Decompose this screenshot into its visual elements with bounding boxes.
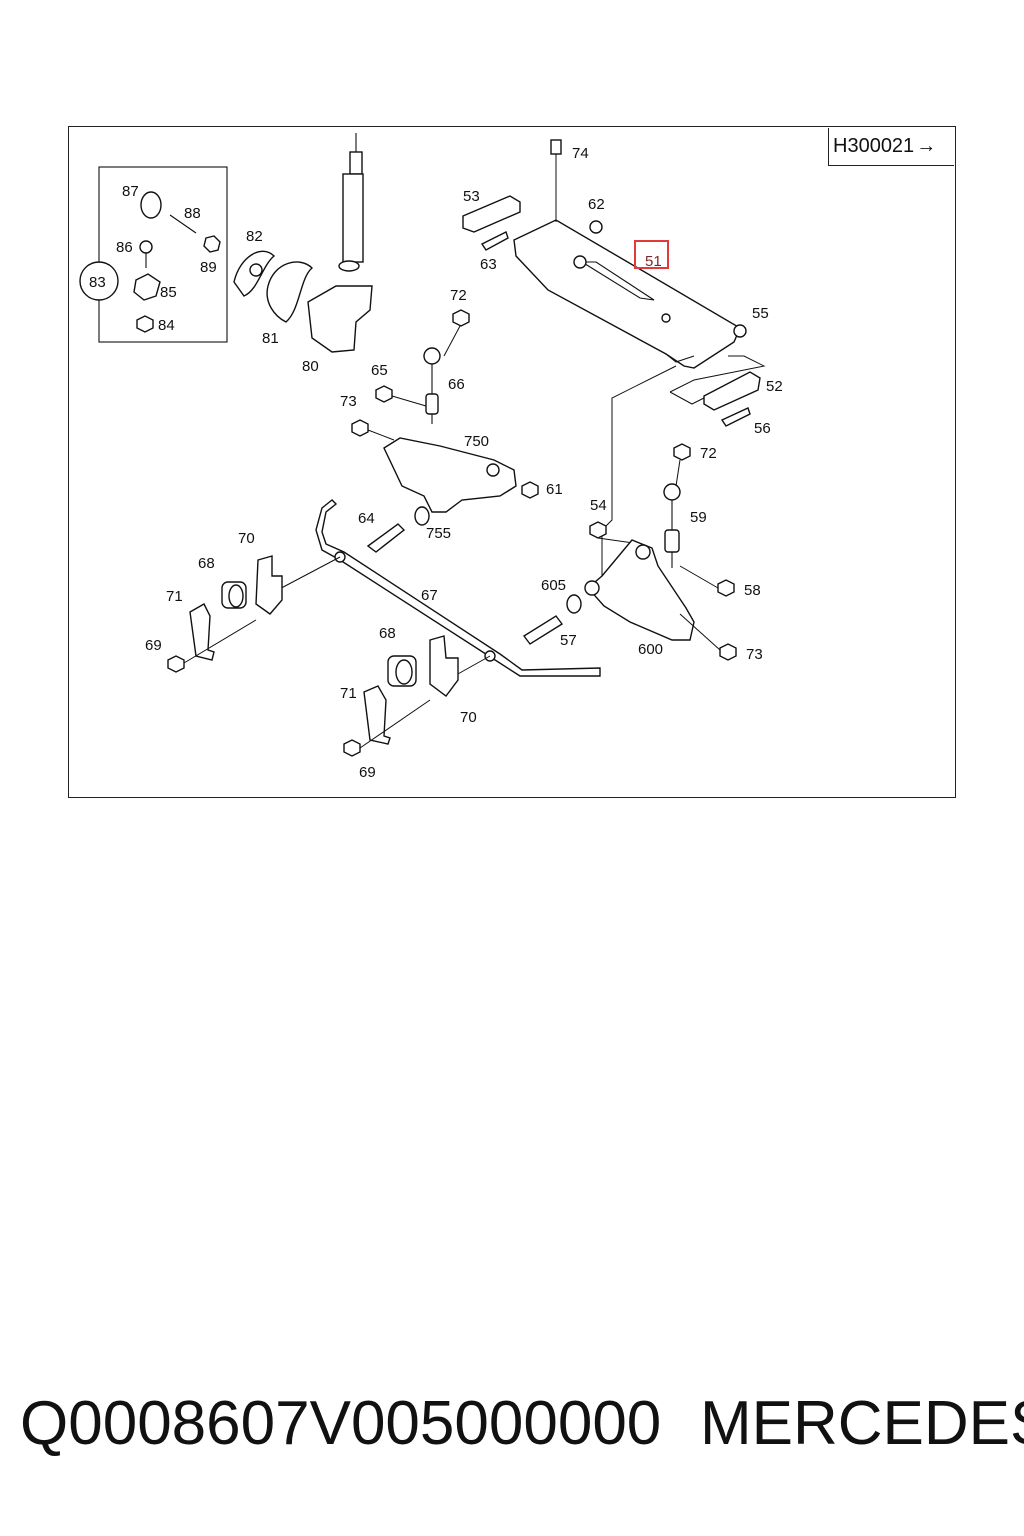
part-53-bushing-block (462, 195, 521, 233)
part-600-control-arm (587, 539, 695, 641)
label-63: 63 (480, 256, 497, 273)
part-73-nut-lower (719, 643, 737, 661)
label-66: 66 (448, 376, 465, 393)
label-55: 55 (752, 305, 769, 322)
part-59-link (663, 483, 681, 568)
label-58: 58 (744, 582, 761, 599)
part-58-nut (717, 579, 735, 597)
part-68-bushing-right (387, 655, 417, 687)
highlight-part-51 (634, 240, 669, 269)
connector-line (669, 355, 766, 393)
shock-absorber (338, 133, 364, 272)
label-56: 56 (754, 420, 771, 437)
part-65-nut (375, 385, 393, 403)
label-72-upper: 72 (450, 287, 467, 304)
label-600: 600 (638, 641, 663, 658)
part-71-clamp-right (363, 685, 391, 745)
arrow-right-icon: → (916, 135, 937, 157)
exploded-parts-diagram: 87 88 86 89 83 85 84 82 81 80 74 53 62 6… (79, 133, 783, 781)
label-85: 85 (160, 284, 177, 301)
label-83: 83 (89, 274, 106, 291)
label-71-left: 71 (166, 588, 183, 605)
label-750: 750 (464, 433, 489, 450)
label-73-lower: 73 (746, 646, 763, 663)
label-59: 59 (690, 509, 707, 526)
part-54-nut (589, 521, 607, 539)
footer-part-code: Q0008607V005000000 (20, 1389, 662, 1458)
label-61: 61 (546, 481, 563, 498)
label-87: 87 (122, 183, 139, 200)
part-82-mount-plate (233, 250, 276, 297)
reference-code-box: H300021 → (828, 128, 954, 166)
label-73-upper: 73 (340, 393, 357, 410)
part-51-crossmember (513, 219, 741, 369)
part-605-bushing (566, 594, 582, 614)
part-57-bolt (522, 615, 564, 645)
label-69-left: 69 (145, 637, 162, 654)
part-73-nut-upper (351, 419, 369, 437)
label-64: 64 (358, 510, 375, 527)
part-89-nut (203, 235, 221, 253)
label-62: 62 (588, 196, 605, 213)
part-52-bushing-block (703, 371, 761, 411)
label-67: 67 (421, 587, 438, 604)
part-55-washer (733, 324, 747, 338)
part-71-clamp-left (189, 603, 215, 661)
part-85-clip (133, 273, 161, 301)
part-68-bushing-left (221, 581, 247, 609)
label-82: 82 (246, 228, 263, 245)
label-70-left: 70 (238, 530, 255, 547)
inset-box (98, 166, 228, 343)
reference-code: H300021 (833, 135, 915, 157)
part-88-pin (169, 214, 197, 234)
label-51: 51 (645, 253, 662, 270)
label-53: 53 (463, 188, 480, 205)
label-54: 54 (590, 497, 607, 514)
label-88: 88 (184, 205, 201, 222)
part-74-bolt (550, 139, 562, 222)
part-80-bracket (307, 285, 373, 353)
label-68-left: 68 (198, 555, 215, 572)
part-86-screw (139, 240, 153, 254)
part-61-nut (521, 481, 539, 499)
part-72-nut-upper (452, 309, 470, 327)
part-66-link (423, 347, 441, 424)
part-56-bolt (720, 407, 751, 427)
part-64-bolt (366, 523, 406, 553)
label-57: 57 (560, 632, 577, 649)
part-750-control-arm (383, 437, 517, 513)
part-70-clamp-right (429, 635, 459, 697)
footer-brand: MERCEDES (700, 1389, 1024, 1458)
part-755-bushing (414, 506, 430, 526)
label-52: 52 (766, 378, 783, 395)
part-72-nut-lower (673, 443, 691, 461)
part-69-nut-left (167, 655, 185, 673)
crossmember-link-line (601, 365, 677, 578)
label-69-right: 69 (359, 764, 376, 781)
label-84: 84 (158, 317, 175, 334)
label-74: 74 (572, 145, 589, 162)
label-755: 755 (426, 525, 451, 542)
label-81: 81 (262, 330, 279, 347)
part-87-cap (140, 191, 162, 219)
label-70-right: 70 (460, 709, 477, 726)
label-80: 80 (302, 358, 319, 375)
part-62-washer (589, 220, 603, 234)
part-81-disc (266, 261, 314, 323)
part-69-nut-right (343, 739, 361, 757)
label-89: 89 (200, 259, 217, 276)
label-71-right: 71 (340, 685, 357, 702)
part-67-stabilizer-bar (315, 499, 601, 677)
label-68-right: 68 (379, 625, 396, 642)
label-86: 86 (116, 239, 133, 256)
label-65: 65 (371, 362, 388, 379)
part-70-clamp-left (255, 555, 283, 615)
label-72-lower: 72 (700, 445, 717, 462)
part-83-callout-circle (79, 261, 119, 301)
part-84-nut (136, 315, 154, 333)
label-605: 605 (541, 577, 566, 594)
part-63-bolt (480, 231, 509, 251)
